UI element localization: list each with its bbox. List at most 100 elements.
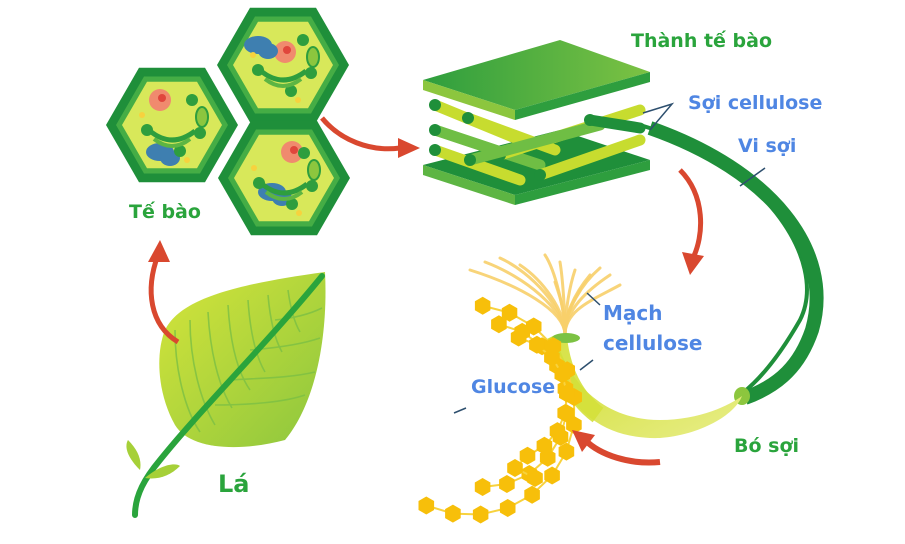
glucose-unit xyxy=(536,436,553,455)
golgi xyxy=(259,68,308,83)
chloroplast-granule xyxy=(298,147,310,159)
glucose-unit xyxy=(524,485,540,504)
vesicle xyxy=(296,210,302,216)
cellulose-rod xyxy=(464,119,606,166)
chloroplast-granule xyxy=(194,127,206,139)
glucose-unit xyxy=(557,404,573,422)
glucose-unit xyxy=(544,348,560,367)
vesicle xyxy=(139,112,145,118)
cellulose-rod xyxy=(429,144,526,186)
vesicle xyxy=(295,97,301,103)
leader-chain-top xyxy=(586,292,601,306)
golgi xyxy=(263,77,303,88)
glucose-unit xyxy=(445,504,461,523)
arrow-head-bundle-to-glucose xyxy=(572,430,595,452)
arrow-head-wall-down xyxy=(682,252,704,275)
bottom-plate-side xyxy=(423,165,515,205)
vesicle xyxy=(250,52,256,58)
rod-end xyxy=(429,144,441,156)
rod-end xyxy=(464,154,476,166)
arrow-bundle-to-glucose xyxy=(582,437,661,466)
label-cellulose-fiber: Sợi cellulose xyxy=(688,92,823,114)
cellulose-strand xyxy=(563,283,622,337)
mitochondrion xyxy=(307,159,321,181)
arrow-wall-down xyxy=(678,168,704,262)
glucose-unit xyxy=(559,384,575,403)
chloroplast-granule xyxy=(297,34,309,46)
cell-cluster xyxy=(106,7,350,236)
bottom-plate-front xyxy=(515,160,650,205)
glucose-unit xyxy=(510,328,527,347)
glucose-unit xyxy=(554,365,570,384)
glucose-unit xyxy=(566,415,582,434)
label-cellulose-chain-line2: cellulose xyxy=(603,331,703,355)
glucose-unit xyxy=(474,296,491,315)
rod-end xyxy=(584,114,596,126)
golgi xyxy=(152,137,192,148)
glucose-chain xyxy=(507,328,575,487)
plant-cell xyxy=(217,7,349,123)
label-glucose: Glucose xyxy=(471,376,556,398)
cytoplasm xyxy=(234,134,334,222)
glucose-unit xyxy=(549,422,566,441)
top-plate xyxy=(423,40,650,110)
plant-cell xyxy=(218,120,350,236)
nucleolus xyxy=(158,94,166,102)
glucose-unit xyxy=(499,499,516,517)
cellulose-rod xyxy=(534,134,646,181)
chloroplast-granule xyxy=(186,94,198,106)
mitochondrion xyxy=(195,106,209,128)
leader-chain-bottom xyxy=(579,359,594,371)
leader-lines xyxy=(453,102,766,414)
glucose-unit xyxy=(558,442,575,461)
cellulose-strand xyxy=(563,266,602,337)
arrow-cell-to-wall xyxy=(320,116,401,152)
label-fiber-bundle: Bó sợi xyxy=(734,435,800,457)
glucose-unit xyxy=(472,505,489,524)
glucose-unit xyxy=(527,469,543,487)
cellulose-strands xyxy=(468,253,622,343)
golgi xyxy=(148,128,197,143)
golgi xyxy=(264,190,304,201)
chloroplast-granule xyxy=(174,145,186,157)
vacuole xyxy=(258,43,278,59)
cytoplasm xyxy=(122,81,222,169)
label-cellulose-chain-line1: Mạch xyxy=(603,301,663,325)
chloroplast-granule xyxy=(286,198,298,210)
bud-right xyxy=(145,464,180,479)
glucose-unit xyxy=(491,315,507,334)
rod-end xyxy=(429,99,441,111)
label-cell-wall: Thành tế bào xyxy=(631,30,773,52)
arrow-head-cell-to-wall xyxy=(398,138,420,158)
glucose-chains xyxy=(418,296,582,524)
glucose-unit xyxy=(519,446,536,465)
glucose-unit xyxy=(474,478,491,496)
arrow-head-leaf-to-cell xyxy=(148,240,170,262)
golgi xyxy=(260,181,309,196)
microfibril-strand xyxy=(647,121,824,405)
chloroplast-granule xyxy=(306,180,318,192)
label-cell: Tế bào xyxy=(129,201,201,223)
arrow-leaf-to-cell xyxy=(148,254,180,345)
mitochondrion xyxy=(306,46,320,68)
cell-wall-structure xyxy=(423,40,650,205)
chloroplast-granule xyxy=(285,85,297,97)
bud-left xyxy=(126,440,141,470)
leader-glucose xyxy=(453,407,467,414)
rod-end xyxy=(462,112,474,124)
glucose-unit xyxy=(544,466,560,485)
top-plate-front xyxy=(515,72,650,120)
cellulose-rod xyxy=(429,124,546,171)
leader-microfibril xyxy=(739,167,766,187)
glucose-unit xyxy=(418,496,435,515)
label-microfibril: Vi sợi xyxy=(738,135,797,157)
nucleolus xyxy=(290,146,298,154)
leaf-blade xyxy=(159,272,326,448)
leader-cellulose-fiber xyxy=(642,102,675,131)
glucose-unit xyxy=(499,475,515,493)
rod-end xyxy=(534,169,546,181)
leaf-stem xyxy=(132,273,325,518)
chloroplast-granule xyxy=(305,67,317,79)
vesicle xyxy=(251,165,257,171)
